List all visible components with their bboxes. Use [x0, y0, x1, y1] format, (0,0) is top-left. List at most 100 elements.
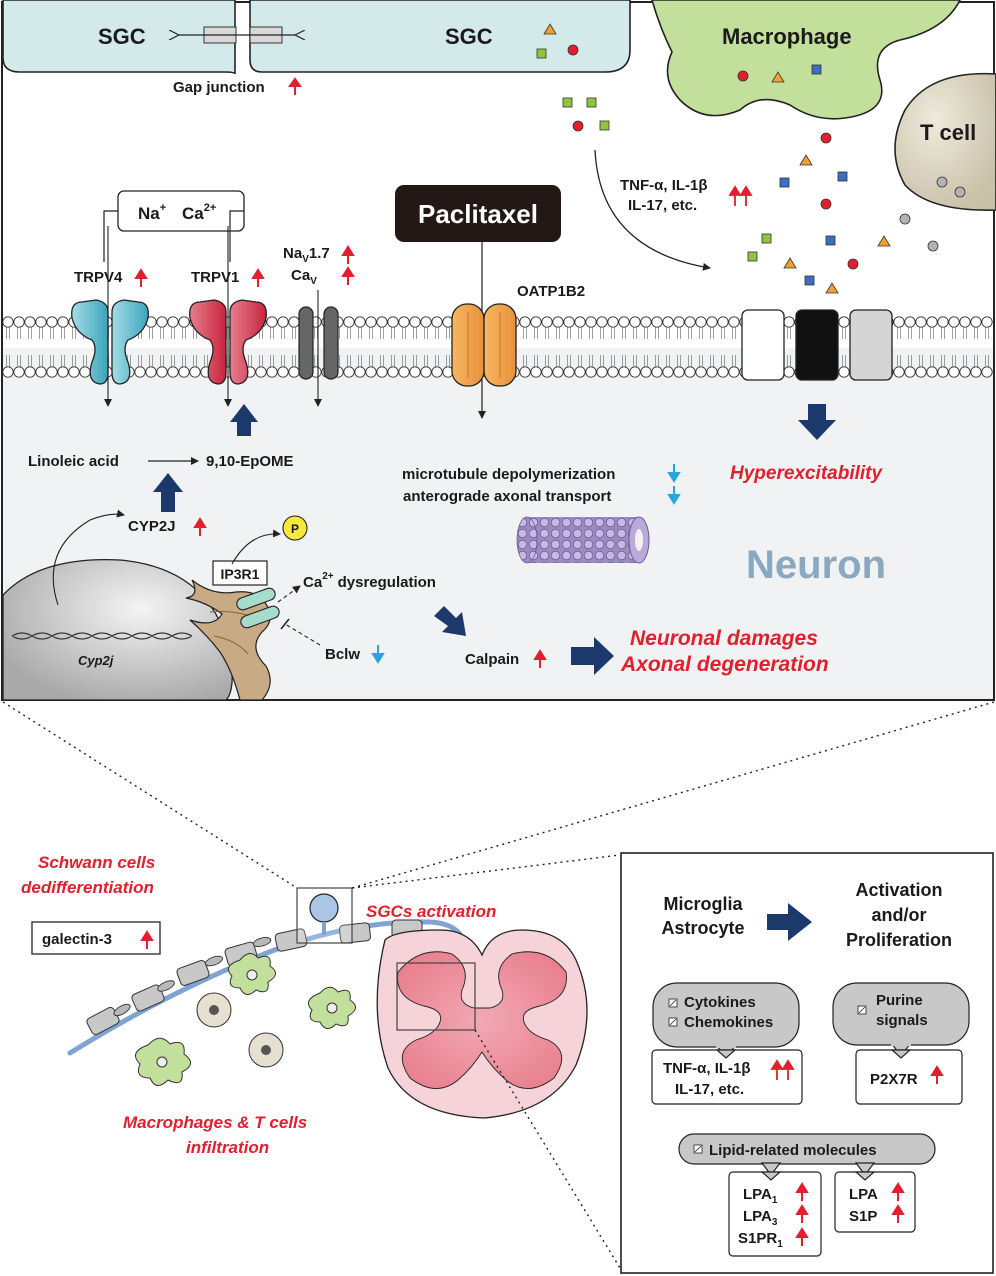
lipid-bubble: Lipid-related molecules: [678, 1133, 936, 1176]
cytokines-bubble-line2: Chemokines: [684, 1014, 773, 1031]
cyp2j-label: CYP2J: [128, 518, 176, 535]
cytokines-bubble-line1: Cytokines: [684, 994, 756, 1011]
ca-dysregulation-label: Ca: [303, 574, 323, 591]
lpa-label: LPA: [849, 1186, 878, 1203]
svg-text:CaV: CaV: [291, 267, 317, 287]
anterograde-down-arrow: [667, 486, 681, 505]
ip3r1-channel: IP3R1: [212, 560, 280, 629]
lpa3-label: LPA: [743, 1208, 772, 1225]
infiltrating-cells: [135, 953, 356, 1086]
dna-helix: [11, 632, 193, 640]
purine-bubble: Purine signals: [832, 982, 970, 1057]
svg-text:S1PR1: S1PR1: [738, 1230, 783, 1250]
anterograde-label: anterograde axonal transport: [403, 488, 611, 505]
sgc-right-label: SGC: [445, 24, 493, 49]
microtubule-down-arrow: [667, 464, 681, 483]
cytokines-box-line1: TNF-α, IL-1β: [663, 1060, 751, 1077]
p2x7r-label: P2X7R: [870, 1071, 918, 1088]
linoleic-acid-label: Linoleic acid: [28, 453, 119, 470]
svg-text:LPA3: LPA3: [743, 1208, 778, 1228]
svg-text:Ca2+dysregulation: Ca2+dysregulation: [303, 571, 436, 591]
schwann-line2: dedifferentiation: [21, 878, 154, 897]
cytokines-box-line2: IL-17, etc.: [675, 1081, 744, 1098]
ca-ion: Ca: [182, 204, 204, 223]
trpv1-up-arrow: [251, 268, 265, 287]
calpain-label: Calpain: [465, 651, 519, 668]
cyp2j-gene-label: Cyp2j: [78, 653, 114, 668]
svg-text:LPA1: LPA1: [743, 1186, 778, 1206]
glia-activation-arrow: [767, 903, 812, 941]
top-cytokines-line1: TNF-α, IL-1β: [620, 177, 708, 194]
gene-expression-arrow: [52, 509, 125, 606]
na-ion: Na: [138, 204, 160, 223]
cytokine-curved-arrow: [594, 149, 711, 271]
lpa-receptor-box: LPA1 LPA3 S1PR1: [728, 1171, 822, 1257]
galectin-label: galectin-3: [42, 931, 112, 948]
sgc-left-cell: SGC: [2, 0, 236, 75]
epome-label: 9,10-EpOME: [206, 453, 294, 470]
cytokine-molecules: [562, 97, 939, 294]
spinal-cord: [376, 929, 588, 1119]
schwann-line1: Schwann cells: [38, 853, 155, 872]
lipid-label: Lipid-related molecules: [709, 1142, 877, 1159]
gap-junction: Gap junction: [173, 26, 302, 96]
top-cytokines-double-up-arrow: [728, 185, 753, 206]
svg-text:NaV1.7: NaV1.7: [283, 245, 330, 265]
trpv1-channel: [189, 299, 267, 385]
activation-line3: Proliferation: [846, 930, 952, 950]
galectin-up-arrow: [140, 930, 154, 949]
microtubule-label: microtubule depolymerization: [402, 466, 615, 483]
top-cytokines-line2: IL-17, etc.: [628, 197, 697, 214]
gap-junction-up-arrow: [288, 77, 302, 95]
oatp1b2-transporter: [451, 303, 517, 387]
lpa1-label: LPA: [743, 1186, 772, 1203]
cytokines-bubble: Cytokines Chemokines: [652, 982, 800, 1059]
ip3r1-label: IP3R1: [221, 566, 260, 582]
myelin-segments: [86, 919, 423, 1036]
s1pr1-label: S1PR: [738, 1230, 777, 1247]
sgc-activation-label: SGCs activation: [366, 902, 496, 921]
nav-cav-channel: [298, 306, 339, 380]
s1p-label: S1P: [849, 1208, 877, 1225]
astrocyte-label: Astrocyte: [661, 918, 744, 938]
lpa-s1p-box: LPA S1P: [834, 1171, 916, 1233]
t-cell-label: T cell: [920, 120, 976, 145]
microglia-label: Microglia: [663, 894, 743, 914]
bclw-down-arrow: [371, 645, 385, 664]
trpv4-up-arrow: [134, 268, 148, 287]
gap-junction-label: Gap junction: [173, 79, 265, 96]
microtubule-graphic: [516, 516, 650, 564]
neuronal-damage-label: Neuronal damages: [630, 627, 818, 650]
p2x7r-up-arrow: [930, 1065, 944, 1084]
activation-line2: and/or: [871, 905, 926, 925]
macrophage-label: Macrophage: [722, 24, 852, 49]
paclitaxel-box: Paclitaxel: [395, 185, 561, 242]
purine-line1: Purine: [876, 992, 923, 1009]
calpain-up-arrow: [533, 649, 547, 668]
cytokine-receptors: [741, 309, 893, 381]
axonal-degeneration-label: Axonal degeneration: [620, 653, 829, 676]
dysregulation-to-calpain-arrow: [434, 606, 466, 636]
sgc-right-cell: SGC: [249, 0, 631, 73]
t-cell: T cell: [894, 72, 996, 211]
activation-line1: Activation: [855, 880, 942, 900]
mac-t-line1: Macrophages & T cells: [123, 1113, 307, 1132]
neuron-label: Neuron: [746, 543, 886, 587]
nav17-up-arrow: [341, 245, 355, 264]
phosphate-label: P: [291, 522, 299, 536]
nav17-label: Na: [283, 245, 303, 262]
paclitaxel-label: Paclitaxel: [418, 199, 538, 229]
cyp2j-up-arrow: [193, 517, 207, 536]
ion-box: Na+ Ca2+: [103, 190, 245, 262]
purine-line2: signals: [876, 1012, 928, 1029]
cyp2j-to-linoleic-arrow: [153, 473, 183, 512]
calpain-to-damage-arrow: [571, 637, 614, 675]
macrophage-cell: Macrophage: [651, 0, 961, 120]
receptors-to-hyperexcitability-arrow: [798, 404, 836, 440]
cav-label: Ca: [291, 267, 311, 284]
p2x7r-box: P2X7R: [855, 1049, 963, 1105]
svg-text:Ca2+: Ca2+: [182, 202, 216, 223]
cytokines-box: TNF-α, IL-1β IL-17, etc.: [651, 1049, 803, 1105]
phosphate-group: P: [282, 515, 308, 541]
